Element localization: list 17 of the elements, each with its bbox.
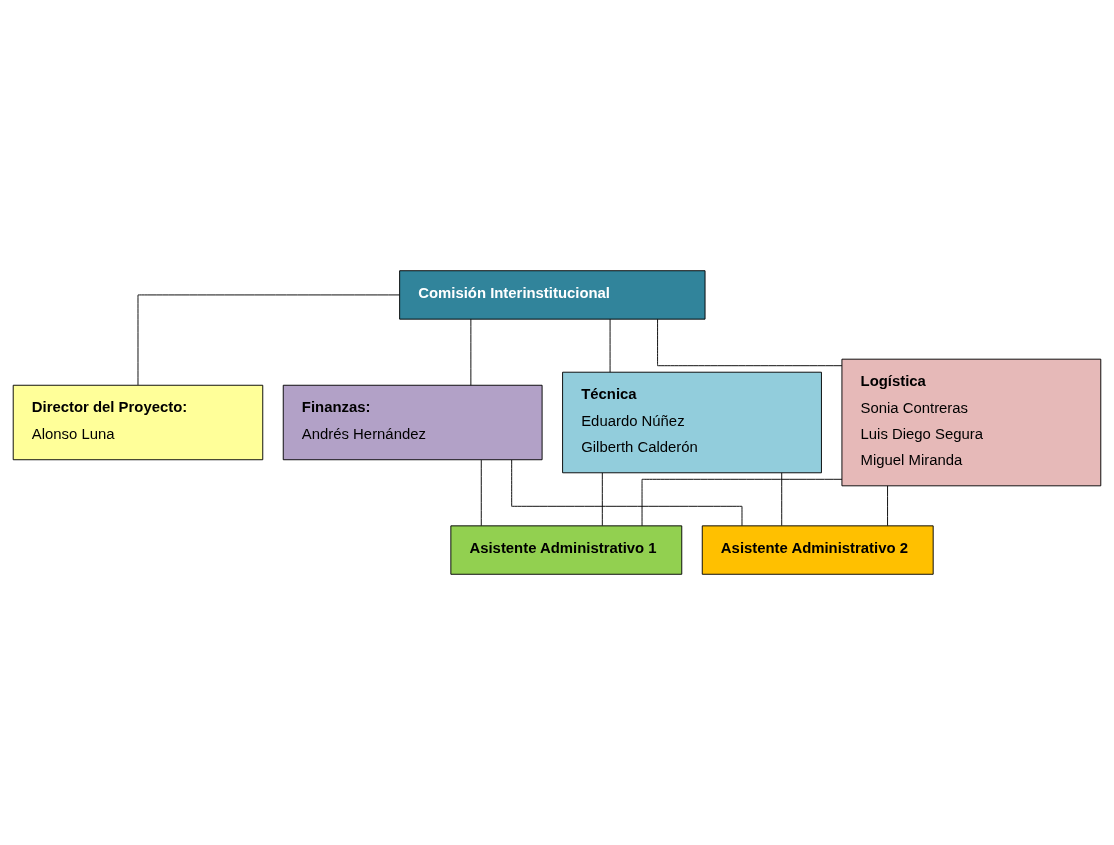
connector: [511, 459, 743, 527]
connector: [470, 318, 472, 386]
node-box: Asistente Administrativo 2: [701, 525, 934, 575]
node-box: Comisión Interinstitucional: [399, 270, 706, 320]
connector: [887, 485, 888, 527]
connector: [657, 318, 843, 367]
node-box: Finanzas: Andrés Hernández: [282, 384, 543, 461]
node-box: Asistente Administrativo 1: [450, 525, 683, 575]
connector: [137, 294, 400, 386]
connector: [480, 459, 482, 527]
connector: [781, 472, 783, 527]
connector: [641, 478, 843, 527]
node-box: Técnica Eduardo Núñez Gilberth Calderón: [562, 371, 822, 474]
node-box: Director del Proyecto: Alonso Luna: [12, 384, 264, 461]
connector: [601, 472, 603, 527]
node-box: Logística Sonia Contreras Luis Diego Segura Miguel Miranda: [841, 358, 1102, 487]
connector: [609, 318, 611, 373]
